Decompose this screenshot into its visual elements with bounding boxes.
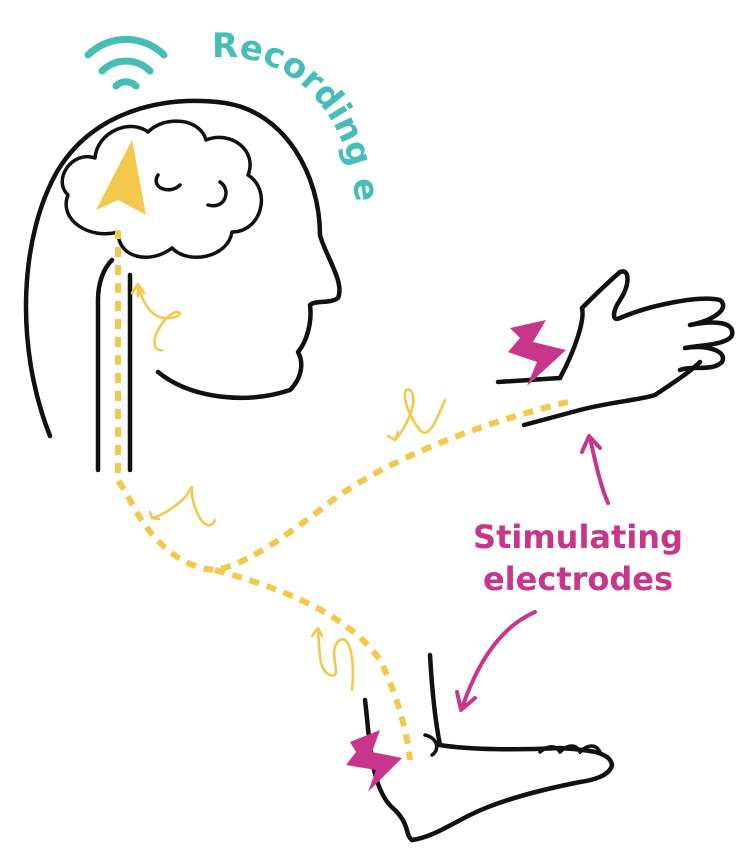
stimulating-label-line1: Stimulating [473,518,683,556]
stimulating-label-line2: electrodes [483,560,673,598]
waveform-neck [132,284,180,350]
signal-waveforms [132,284,445,690]
waveform-arm [388,389,445,440]
spinal-column [98,260,130,470]
lightning-bolt-icon [346,320,566,792]
brain-icon [62,121,261,257]
stimulating-electrodes-label: Stimulating electrodes [473,518,683,598]
foot-stimulation-bolt [346,730,402,792]
head-outline [26,101,339,436]
waveform-leg [312,628,353,690]
arrow-to-ankle [462,612,535,708]
arrow-icon [96,140,146,215]
wireless-signal-icon [88,39,164,86]
foot-outline [365,655,612,840]
waveform-mid [150,487,215,525]
